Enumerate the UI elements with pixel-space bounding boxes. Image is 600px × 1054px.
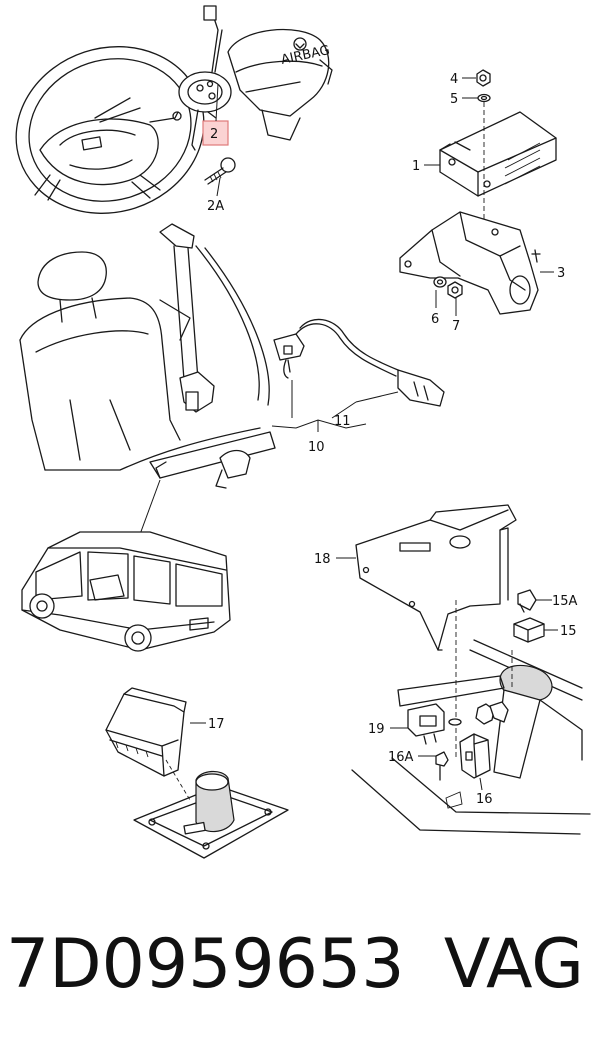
clock-spring: [178, 5, 232, 151]
sensor-15a: [517, 589, 537, 613]
wiring-harness: [273, 318, 445, 407]
callout-2-highlight: [202, 120, 229, 146]
sensor-15: [513, 617, 545, 643]
console-unit: [105, 687, 187, 777]
callout-7: 7: [452, 319, 460, 334]
washer-5: [477, 93, 491, 103]
callout-2: 2: [210, 127, 218, 142]
airbag-control-unit: [439, 111, 557, 197]
mounting-bracket: [399, 211, 541, 315]
callout-5: 5: [450, 92, 458, 107]
callout-15: 15: [560, 624, 577, 639]
floor-section: [351, 600, 591, 835]
nut-4: [476, 69, 491, 87]
screw-2a: [204, 157, 236, 185]
part-number: 7D0959653: [6, 925, 405, 1004]
callout-6: 6: [431, 312, 439, 327]
callout-15a: 15A: [552, 594, 578, 609]
callout-16a: 16A: [388, 750, 414, 765]
seat-belt: [149, 223, 276, 489]
callout-2a: 2A: [207, 199, 224, 214]
callout-11: 11: [334, 414, 351, 429]
callout-10: 10: [308, 440, 325, 455]
airbag-module: AIRBAG: [227, 28, 333, 141]
van: [21, 531, 231, 652]
callout-1: 1: [412, 159, 420, 174]
nut-7: [447, 281, 463, 299]
bolt-16a: [435, 751, 449, 781]
washer-6: [433, 276, 447, 288]
callout-19: 19: [368, 722, 385, 737]
floor-plate: [355, 504, 517, 651]
sensor-16: [459, 733, 491, 779]
bolt-assembly: [448, 701, 509, 726]
parts-diagram: AIRBAG 2 2A 4 5 1: [15, 5, 591, 859]
brand-label: VAG: [443, 925, 584, 1004]
callout-17: 17: [208, 717, 225, 732]
callout-16: 16: [476, 792, 493, 807]
shift-base: [133, 759, 289, 859]
connector-19: [407, 703, 445, 745]
seat: [19, 251, 261, 471]
callout-4: 4: [450, 72, 458, 87]
callout-3: 3: [557, 266, 565, 281]
callout-18: 18: [314, 552, 331, 567]
steering-wheel: [15, 46, 205, 214]
